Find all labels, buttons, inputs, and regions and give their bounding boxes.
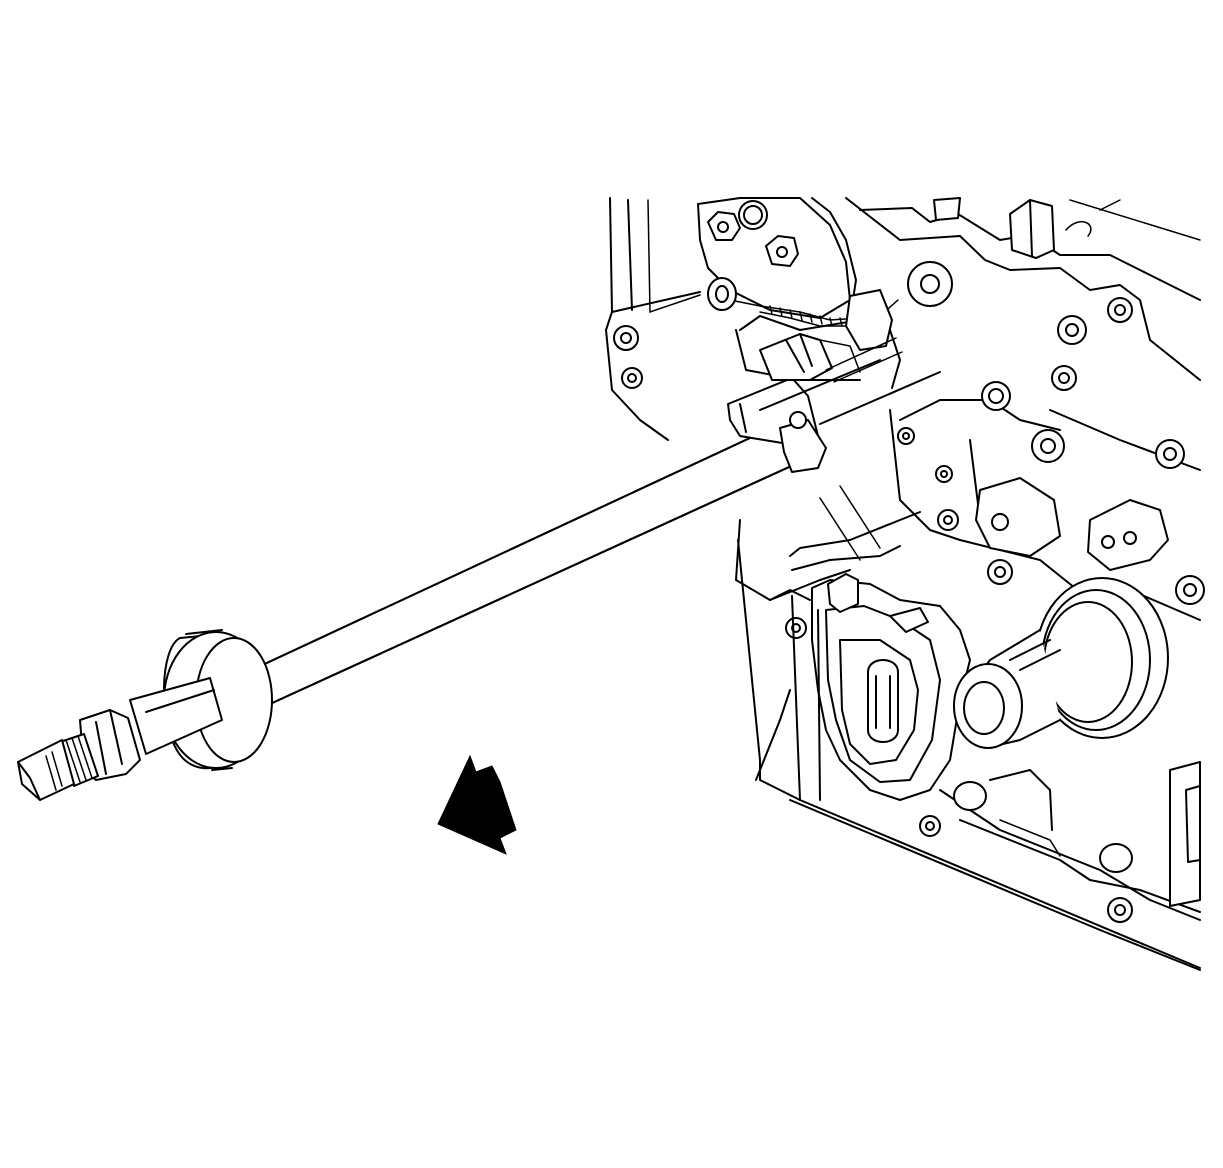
timing-cover-housing [769, 485, 971, 801]
crankshaft-snout [953, 577, 1169, 749]
removal-direction-arrow [437, 754, 517, 855]
slide-hammer-rod [255, 333, 941, 705]
upper-gear-sprocket [697, 197, 901, 389]
engine-block-assembly [605, 197, 1205, 971]
threaded-adapter-tip [17, 677, 223, 801]
